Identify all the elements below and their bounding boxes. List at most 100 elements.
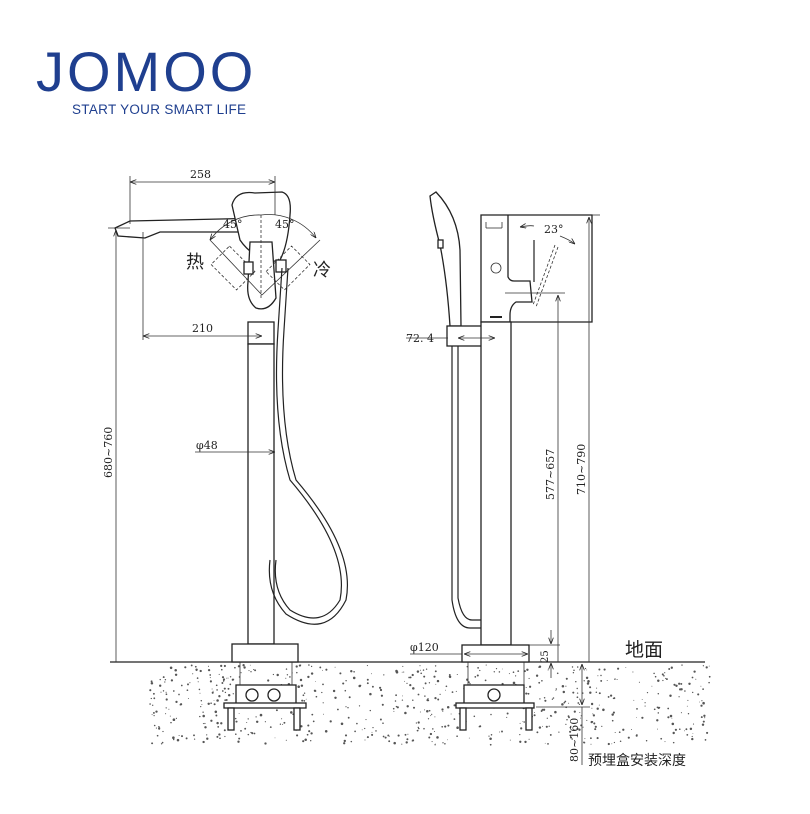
speckle-dot [419,669,421,671]
jomoo-logo: JOMOO START YOUR SMART LIFE [36,44,256,118]
speckle-dot [433,675,436,678]
speckle-dot [660,737,663,740]
speckle-dot [149,689,152,692]
speckle-dot [315,695,318,698]
speckle-dot [489,737,492,740]
speckle-dot [622,728,625,731]
speckle-dot [151,742,154,745]
speckle-dot [221,690,224,692]
speckle-dot [562,690,566,694]
speckle-dot [568,702,570,704]
speckle-dot [358,684,361,688]
speckle-dot [517,670,520,672]
speckle-dot [617,667,620,670]
speckle-dot [597,675,599,677]
speckle-dot [422,686,424,688]
speckle-dot [442,742,444,744]
speckle-dot [215,684,218,687]
speckle-dot [577,702,580,704]
speckle-dot [352,676,356,680]
speckle-dot [693,670,696,673]
speckle-dot [207,668,211,672]
speckle-dot [708,665,710,667]
speckle-dot [602,708,605,712]
speckle-dot [406,705,409,708]
speckle-dot [432,728,434,730]
speckle-dot [155,727,157,729]
speckle-dot [322,702,324,704]
speckle-dot [155,710,158,713]
speckle-dot [424,682,427,685]
speckle-dot [434,696,437,700]
speckle-dot [644,702,646,704]
speckle-dot [706,731,709,734]
speckle-dot [436,679,440,683]
speckle-dot [671,722,675,726]
speckle-dot [489,743,492,746]
speckle-dot [417,693,420,696]
speckle-dot [223,664,226,668]
speckle-dot [499,731,501,733]
speckle-dot [428,682,431,684]
speckle-dot [476,674,479,677]
speckle-dot [397,734,400,737]
speckle-dot [222,680,225,682]
speckle-dot [546,717,548,719]
speckle-dot [310,732,313,735]
speckle-dot [401,699,404,701]
speckle-dot [685,728,688,731]
dim-210: 210 [192,322,213,335]
speckle-dot [611,743,613,745]
speckle-dot [598,692,601,695]
speckle-dot [434,670,437,673]
speckle-dot [636,708,638,710]
speckle-dot [324,730,328,733]
speckle-dot [434,665,437,667]
speckle-dot [149,703,151,705]
speckle-dot [169,715,171,717]
speckle-dot [692,733,694,734]
speckle-dot [200,700,203,702]
speckle-dot [556,672,559,675]
speckle-dot [672,741,675,744]
speckle-dot [692,723,695,725]
speckle-dot [653,708,656,711]
speckle-dot [632,671,634,673]
speckle-dot [592,713,594,715]
speckle-dot [300,684,304,687]
speckle-dot [375,730,377,732]
speckle-dot [225,699,228,701]
speckle-dot [366,665,368,667]
speckle-dot [174,668,177,672]
speckle-dot [512,681,516,685]
speckle-dot [187,683,189,686]
speckle-dot [310,672,314,675]
speckle-dot [269,726,272,728]
speckle-dot [215,714,218,717]
speckle-dot [234,717,237,720]
speckle-dot [665,678,668,681]
speckle-dot [540,710,543,712]
speckle-dot [406,682,408,685]
speckle-dot [657,679,660,683]
speckle-dot [569,726,572,729]
hose [274,267,342,619]
speckle-dot [379,718,382,721]
speckle-dot [664,741,666,743]
speckle-dot [663,675,665,677]
speckle-dot [607,742,610,746]
speckle-dot [250,671,252,673]
speckle-dot [223,687,226,690]
speckle-dot [211,691,214,694]
speckle-dot [267,679,270,682]
speckle-dot [366,682,369,685]
speckle-dot [159,684,162,687]
speckle-dot [441,708,444,711]
speckle-dot [209,674,212,676]
speckle-dot [450,713,452,715]
speckle-dot [598,668,601,671]
speckle-dot [224,699,227,701]
speckle-dot [347,706,349,709]
speckle-dot [490,713,492,716]
speckle-dot [563,701,566,704]
